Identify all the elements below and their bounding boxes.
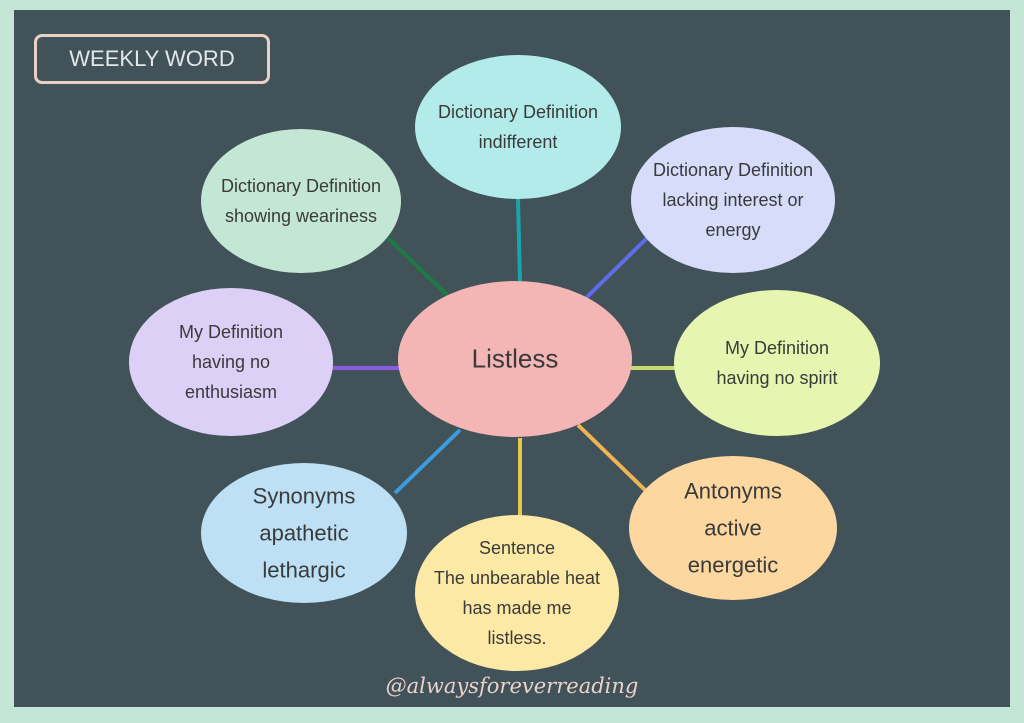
bubble-text-line: Dictionary Definition: [437, 102, 599, 122]
bubble-text-line: Synonyms: [252, 483, 356, 509]
bubble-text-line: having no: [191, 352, 271, 372]
synonyms-text: Synonyms apathetic lethargic: [253, 478, 356, 589]
bubble-text-line: My Definition: [178, 322, 284, 342]
bubble-text-line: listless.: [487, 628, 547, 648]
dict-right-bubble: [631, 127, 835, 273]
my-def-left-text: My Definition having no enthusiasm: [179, 317, 283, 407]
dict-left-bubble: [201, 129, 401, 273]
center-word: Listless: [471, 343, 559, 374]
dict-left-connector: [386, 236, 449, 297]
dict-top-connector: [516, 198, 522, 283]
my-def-right-bubble: [674, 290, 880, 436]
bubble-text-line: energy: [705, 220, 761, 240]
center-bubble: [398, 281, 632, 437]
my-def-right-text: My Definition having no spirit: [716, 333, 837, 393]
bubble-text-line: Dictionary Definition: [652, 160, 814, 180]
bubble-text-line: enthusiasm: [184, 382, 278, 402]
dict-right-connector: [584, 236, 649, 300]
antonyms-text: Antonyms active energetic: [684, 473, 782, 584]
bubble-text-line: showing weariness: [224, 206, 378, 226]
bubble-text-line: Antonyms: [684, 478, 782, 504]
bubble-text-line: Sentence: [478, 538, 556, 558]
synonyms-bubble: [201, 463, 407, 603]
bubble-text-line: Dictionary Definition: [220, 176, 382, 196]
bubble-text-line: having no spirit: [716, 368, 838, 388]
sentence-bubble: [415, 515, 619, 671]
dict-top-bubble: [415, 55, 621, 199]
bubble-text-line: lethargic: [262, 557, 346, 583]
bubble-text-line: energetic: [687, 552, 779, 578]
bubble-text-line: apathetic: [259, 520, 349, 546]
bubble-text-line: active: [704, 515, 762, 541]
bubble-text-line: My Definition: [724, 338, 830, 358]
dict-top-text: Dictionary Definition indifferent: [438, 97, 598, 157]
synonyms-connector: [393, 428, 462, 495]
bubble-text-line: lacking interest or: [662, 190, 804, 210]
credit-handle: @alwaysforeverreading: [385, 674, 639, 698]
antonyms-connector: [576, 423, 647, 492]
my-def-left-bubble: [129, 288, 333, 436]
weekly-word-label: WEEKLY WORD: [34, 34, 270, 84]
antonyms-bubble: [629, 456, 837, 600]
dict-left-text: Dictionary Definition showing weariness: [221, 171, 381, 231]
dict-right-text: Dictionary Definition lacking interest or…: [653, 155, 813, 245]
bubble-text-line: has made me: [462, 598, 572, 618]
bubble-text-line: The unbearable heat: [433, 568, 601, 588]
bubble-text-line: indifferent: [478, 132, 558, 152]
